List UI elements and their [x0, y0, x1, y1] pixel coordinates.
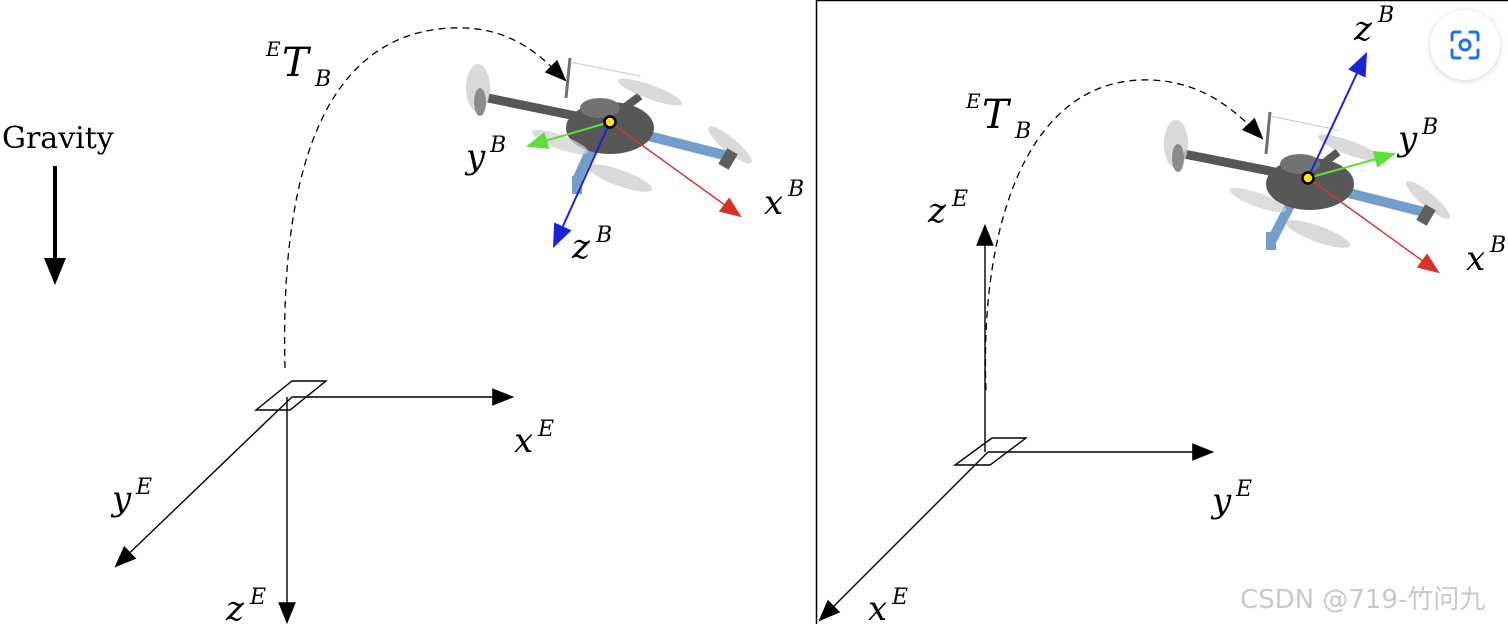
right-body-y-axis [1307, 150, 1397, 179]
left-panel: E T B x E y E z E [110, 27, 804, 624]
left-body-y-axis [525, 121, 611, 149]
right-earth-y-label: y E [1210, 477, 1252, 521]
left-transform-label: E T B [265, 37, 331, 92]
right-earth-z-label: z E [927, 187, 968, 231]
left-body-origin-dot [603, 115, 617, 129]
right-body-x-axis [1307, 177, 1440, 274]
csdn-watermark: CSDN @719-竹问九 [1240, 585, 1485, 615]
left-trajectory-curve [283, 27, 567, 369]
left-body-z-label: z B [571, 223, 612, 267]
left-earth-y-label: y E [110, 475, 152, 519]
left-earth-origin-plate [254, 380, 328, 411]
left-earth-z-label: z E [225, 585, 266, 624]
left-earth-y-axis [114, 396, 293, 568]
right-panel-frame [815, 0, 1508, 624]
right-panel: E T B x E y E z E [815, 0, 1508, 624]
gravity-label: Gravity [2, 121, 114, 156]
left-body-x-axis [609, 121, 742, 218]
right-body-z-label: z B [1353, 3, 1394, 49]
right-earth-x-axis [818, 451, 989, 622]
visual-search-button[interactable] [1430, 10, 1500, 80]
left-earth-x-label: x E [514, 417, 554, 461]
right-drone-image [1164, 111, 1450, 250]
right-trajectory-curve [984, 79, 1264, 391]
right-body-y-label: y B [1396, 115, 1438, 159]
right-body-x-label: x B [1466, 233, 1506, 279]
right-body-origin-dot [1301, 171, 1315, 185]
right-body-z-axis [1307, 51, 1368, 179]
left-body-y-label: y B [464, 133, 506, 177]
left-drone-image [466, 57, 752, 194]
left-body-x-label: x B [764, 177, 804, 223]
gravity-arrow [44, 166, 66, 285]
right-earth-x-label: x E [868, 585, 908, 624]
visual-search-icon [1450, 30, 1480, 60]
left-body-z-axis [553, 121, 611, 249]
right-transform-label: E T B [965, 89, 1031, 144]
right-earth-origin-plate [952, 437, 1029, 466]
